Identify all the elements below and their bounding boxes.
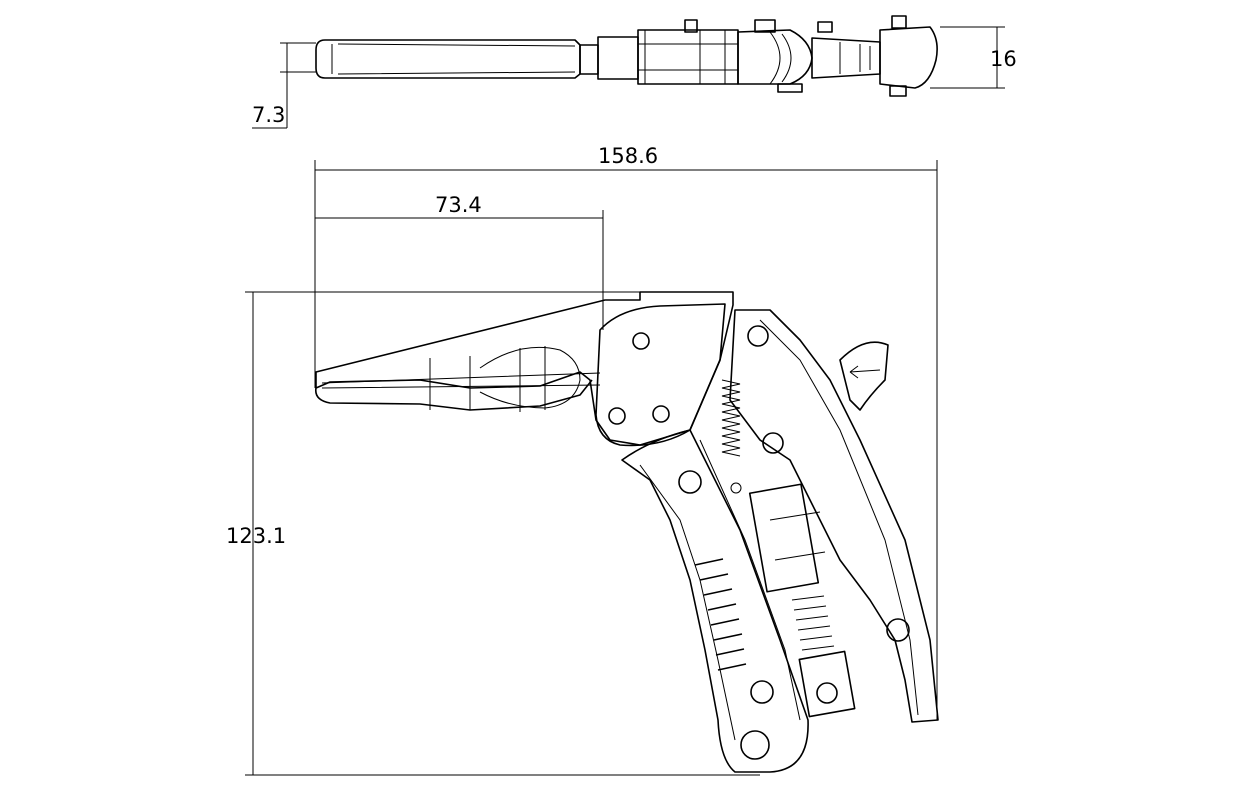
dimension-lines <box>245 26 1005 776</box>
dim-overall-length: 158.6 <box>598 144 658 168</box>
side-view <box>314 291 939 773</box>
dim-jaw-length: 73.4 <box>435 193 482 217</box>
top-view <box>315 15 938 97</box>
dim-overall-height: 123.1 <box>226 524 286 548</box>
dim-handle-thickness: 7.3 <box>252 103 285 127</box>
dim-body-thickness: 16 <box>990 47 1017 71</box>
